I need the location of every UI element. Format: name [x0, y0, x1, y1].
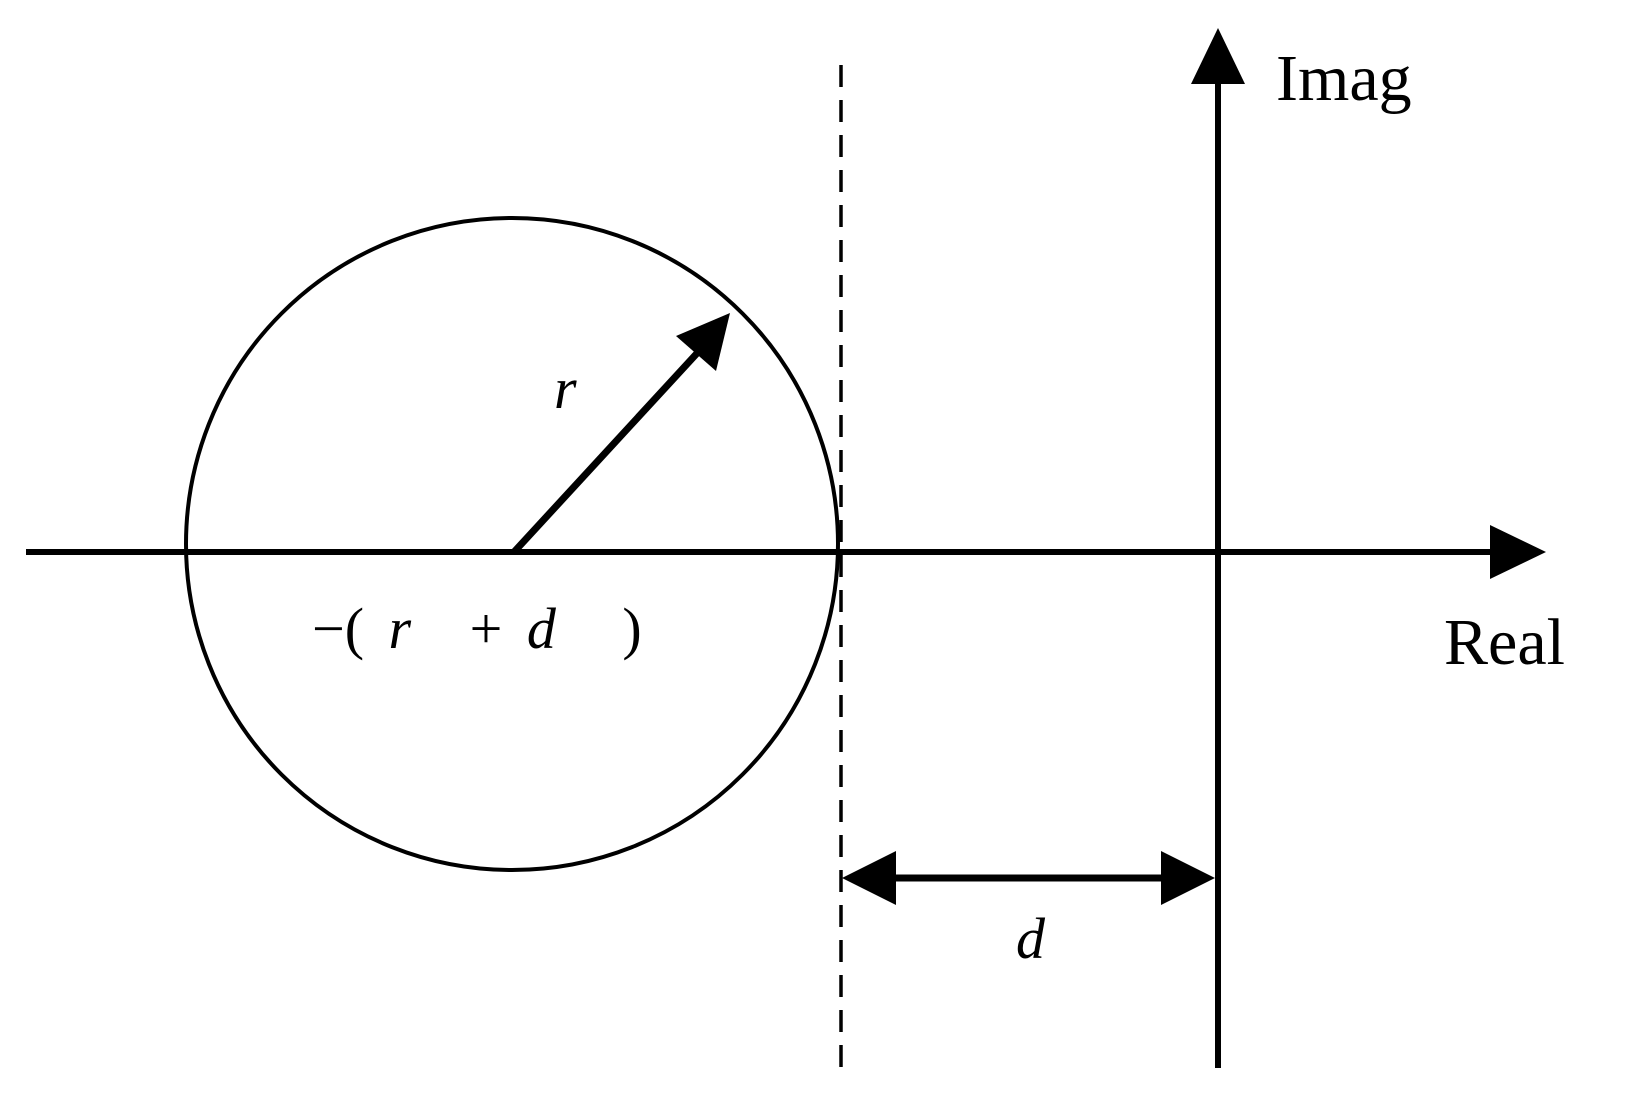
- real-axis-arrowhead: [1490, 525, 1546, 579]
- real-axis-label: Real: [1444, 606, 1565, 679]
- radius-label: r: [554, 356, 577, 421]
- center-expression-plus: +: [470, 596, 503, 661]
- radius-arrowhead: [676, 313, 730, 371]
- disk-circle: [184, 216, 840, 872]
- distance-arrowhead-left: [842, 851, 896, 905]
- imag-axis-arrowhead: [1191, 28, 1245, 84]
- center-expression-d: d: [527, 596, 557, 661]
- distance-arrowhead-right: [1161, 851, 1215, 905]
- radius-arrow-line: [511, 347, 703, 555]
- center-expression-close-paren: ): [622, 596, 641, 661]
- imag-axis-label: Imag: [1276, 42, 1412, 115]
- center-expression: −( r + d ): [312, 596, 642, 661]
- center-expression-minus-paren: −(: [312, 596, 364, 661]
- distance-label: d: [1016, 906, 1046, 971]
- center-expression-r: r: [389, 596, 412, 661]
